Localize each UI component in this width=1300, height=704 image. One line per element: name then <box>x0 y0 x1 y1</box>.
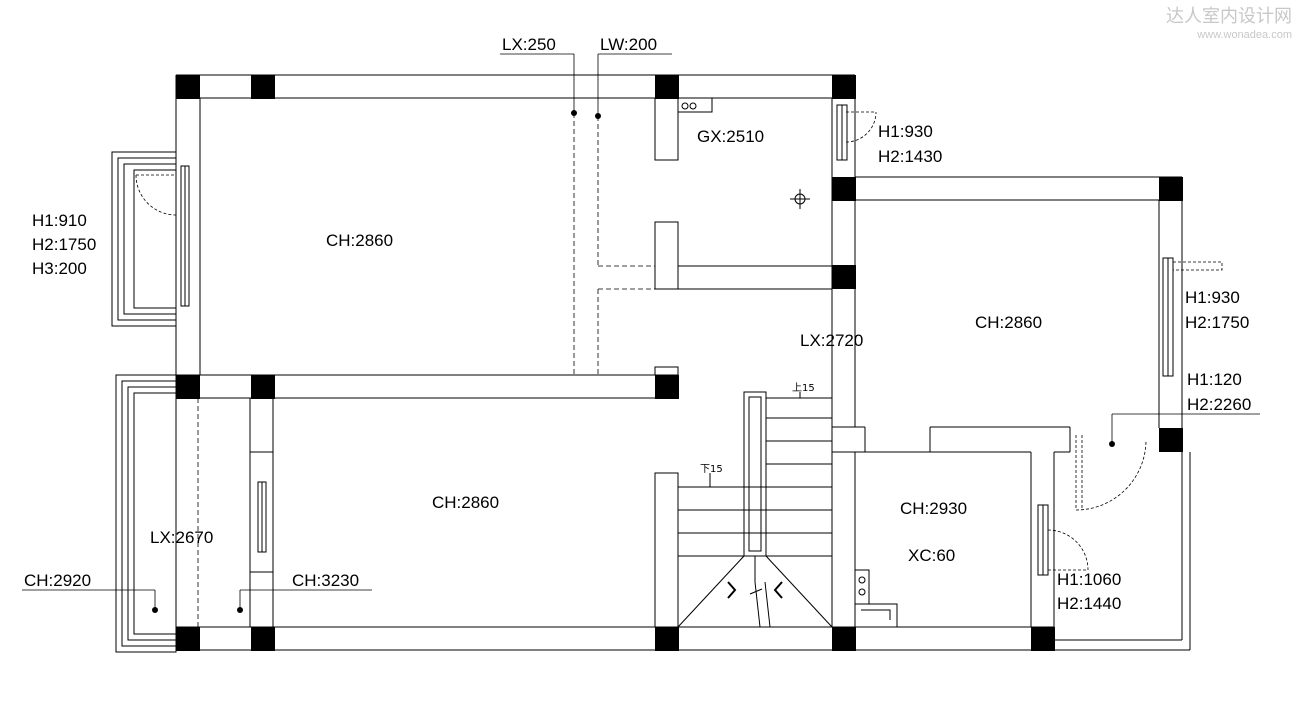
label-ch-right-room: CH:2860 <box>975 313 1042 332</box>
label-right-window-h2: H2:1750 <box>1185 313 1249 332</box>
label-bottom-right-window-h1: H1:1060 <box>1057 570 1121 589</box>
label-lx250: LX:250 <box>502 35 556 54</box>
leader-dots <box>152 110 1115 613</box>
label-ch-bottom-left: CH:2860 <box>432 493 499 512</box>
label-top-right-window-h1: H1:930 <box>878 122 933 141</box>
columns <box>176 75 1183 651</box>
label-lw200: LW:200 <box>600 35 657 54</box>
label-lx2670: LX:2670 <box>150 528 213 547</box>
label-stair-down: 下15 <box>700 464 723 475</box>
watermark: 达人室内设计网 www.wonadea.com <box>1166 6 1292 41</box>
leader-lines <box>22 53 1260 610</box>
watermark-title: 达人室内设计网 <box>1166 6 1292 27</box>
fixtures <box>258 97 898 627</box>
label-ch-top-left: CH:2860 <box>326 231 393 250</box>
label-ch2920: CH:2920 <box>24 571 91 590</box>
label-right-door-h1: H1:120 <box>1187 370 1242 389</box>
staircase <box>677 391 833 628</box>
label-right-door-h2: H2:2260 <box>1187 395 1251 414</box>
label-xc60: XC:60 <box>908 546 955 565</box>
label-lx2720: LX:2720 <box>800 331 863 350</box>
label-top-right-window-h2: H2:1430 <box>878 147 942 166</box>
dashed-lines <box>175 113 856 627</box>
label-right-window-h1: H1:930 <box>1185 288 1240 307</box>
label-left-window-h1: H1:910 <box>32 211 87 230</box>
label-stair-up: 上15 <box>792 382 815 394</box>
watermark-url: www.wonadea.com <box>1196 29 1292 41</box>
label-gx2510: GX:2510 <box>697 127 764 146</box>
label-ch2930: CH:2930 <box>900 499 967 518</box>
label-left-window-h3: H3:200 <box>32 259 87 278</box>
label-ch3230: CH:3230 <box>292 571 359 590</box>
label-left-window-h2: H2:1750 <box>32 235 96 254</box>
labels: LX:250 LW:200 GX:2510 H1:930 H2:1430 H1:… <box>24 35 1251 613</box>
label-bottom-right-window-h2: H2:1440 <box>1057 594 1121 613</box>
door-swings <box>135 111 1223 571</box>
